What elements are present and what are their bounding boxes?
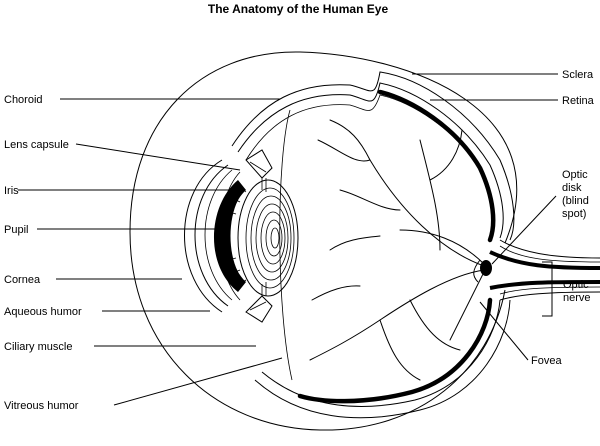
- label-optic-nerve-line: nerve: [563, 292, 591, 304]
- eyeball-outline: [129, 51, 518, 431]
- label-cornea: Cornea: [4, 274, 41, 286]
- optic-nerve: [473, 239, 600, 301]
- iris: [213, 171, 247, 301]
- choroid-layer: [245, 94, 494, 237]
- vitreous-body: [279, 109, 293, 381]
- label-optic-disk-line: disk: [562, 182, 582, 194]
- retinal-vessels: [309, 119, 485, 381]
- label-vitreous-humor: Vitreous humor: [4, 400, 79, 412]
- sclera-layer: [231, 71, 515, 419]
- diagram-title: The Anatomy of the Human Eye: [208, 2, 389, 16]
- label-sclera: Sclera: [562, 69, 594, 81]
- label-choroid: Choroid: [4, 94, 43, 106]
- label-optic-disk-line: spot): [562, 208, 586, 220]
- label-fovea: Fovea: [531, 355, 562, 367]
- label-lens-capsule: Lens capsule: [4, 139, 69, 151]
- label-optic-disk-line: (blind: [562, 195, 589, 207]
- label-optic-nerve: Optic nerve: [563, 279, 591, 304]
- label-retina: Retina: [562, 95, 595, 107]
- cornea: [184, 159, 229, 313]
- leader-lines: [18, 73, 558, 406]
- labels: Choroid Lens capsule Iris Pupil Cornea A…: [4, 69, 595, 412]
- label-aqueous-humor: Aqueous humor: [4, 306, 82, 318]
- eye-illustration: [129, 51, 600, 431]
- label-optic-nerve-line: Optic: [563, 279, 589, 291]
- label-optic-disk: Optic disk (blind spot): [562, 169, 589, 220]
- retina-layer: [297, 89, 496, 404]
- label-iris: Iris: [4, 185, 19, 197]
- ciliary-body: [245, 149, 273, 323]
- lens: [237, 179, 299, 297]
- pupil: [223, 200, 238, 272]
- label-ciliary-muscle: Ciliary muscle: [4, 341, 72, 353]
- label-optic-disk-line: Optic: [562, 169, 588, 181]
- label-pupil: Pupil: [4, 224, 28, 236]
- aqueous-humor: [204, 169, 233, 301]
